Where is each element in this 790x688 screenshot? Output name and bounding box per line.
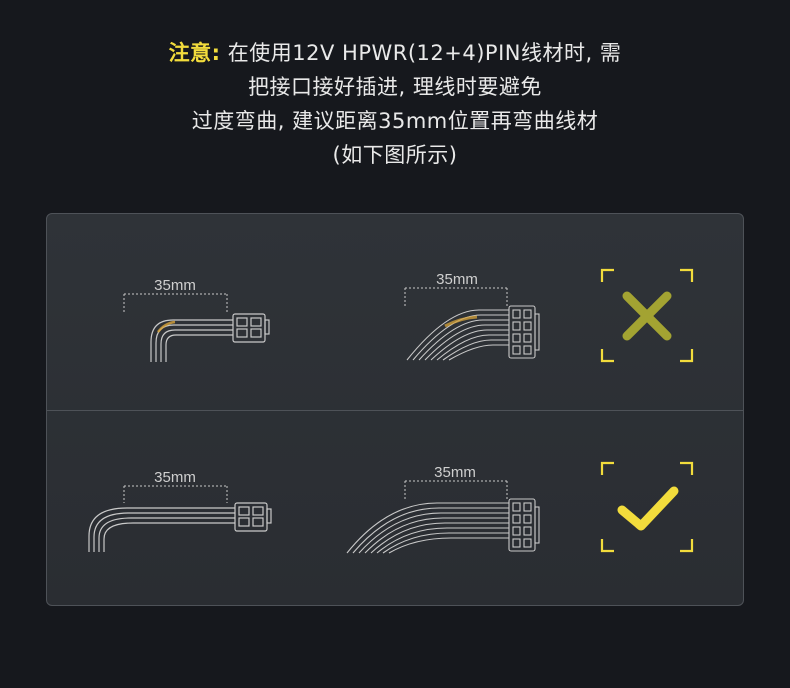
note-text-1: 在使用12V HPWR(12+4)PIN线材时, 需: [227, 41, 622, 65]
frame-corners-bottom: [600, 461, 694, 553]
cross-icon: [622, 291, 672, 341]
correct-example-illustration: 35mm: [88, 461, 694, 554]
cable-6pin-sharp-bend: [150, 313, 270, 362]
dimension-marker-right-top: [404, 287, 508, 306]
note-line-4: (如下图所示): [332, 143, 458, 167]
row-divider: [47, 410, 743, 411]
dimension-label-left-top: 35mm: [154, 277, 196, 294]
correct-example-row: 35mm: [47, 411, 743, 605]
note-line-3: 过度弯曲, 建议距离35mm位置再弯曲线材: [191, 109, 599, 133]
incorrect-example-row: 35mm: [47, 214, 743, 410]
dimension-label-right-top: 35mm: [436, 271, 478, 288]
check-icon: [617, 486, 679, 531]
note-text: 注意: 在使用12V HPWR(12+4)PIN线材时, 需 把接口接好插进, …: [0, 36, 790, 172]
note-label: 注意:: [168, 41, 221, 65]
dimension-marker-left-bottom: [123, 485, 228, 503]
note-line-2: 把接口接好插进, 理线时要避免: [248, 75, 542, 99]
cable-12vhpwr-sharp-bend: [406, 305, 540, 361]
frame-corners-top: [600, 268, 694, 363]
note-line-1: 注意: 在使用12V HPWR(12+4)PIN线材时, 需: [0, 36, 790, 70]
dimension-marker-left-top: [123, 293, 228, 314]
incorrect-example-illustration: 35mm: [123, 268, 694, 363]
comparison-panel: 35mm: [46, 213, 744, 606]
cable-6pin-gentle-bend: [88, 502, 272, 552]
dimension-marker-right-bottom: [404, 480, 508, 499]
dimension-label-right-bottom: 35mm: [434, 464, 476, 481]
cable-12vhpwr-gentle-bend: [346, 498, 540, 554]
dimension-label-left-bottom: 35mm: [154, 469, 196, 486]
